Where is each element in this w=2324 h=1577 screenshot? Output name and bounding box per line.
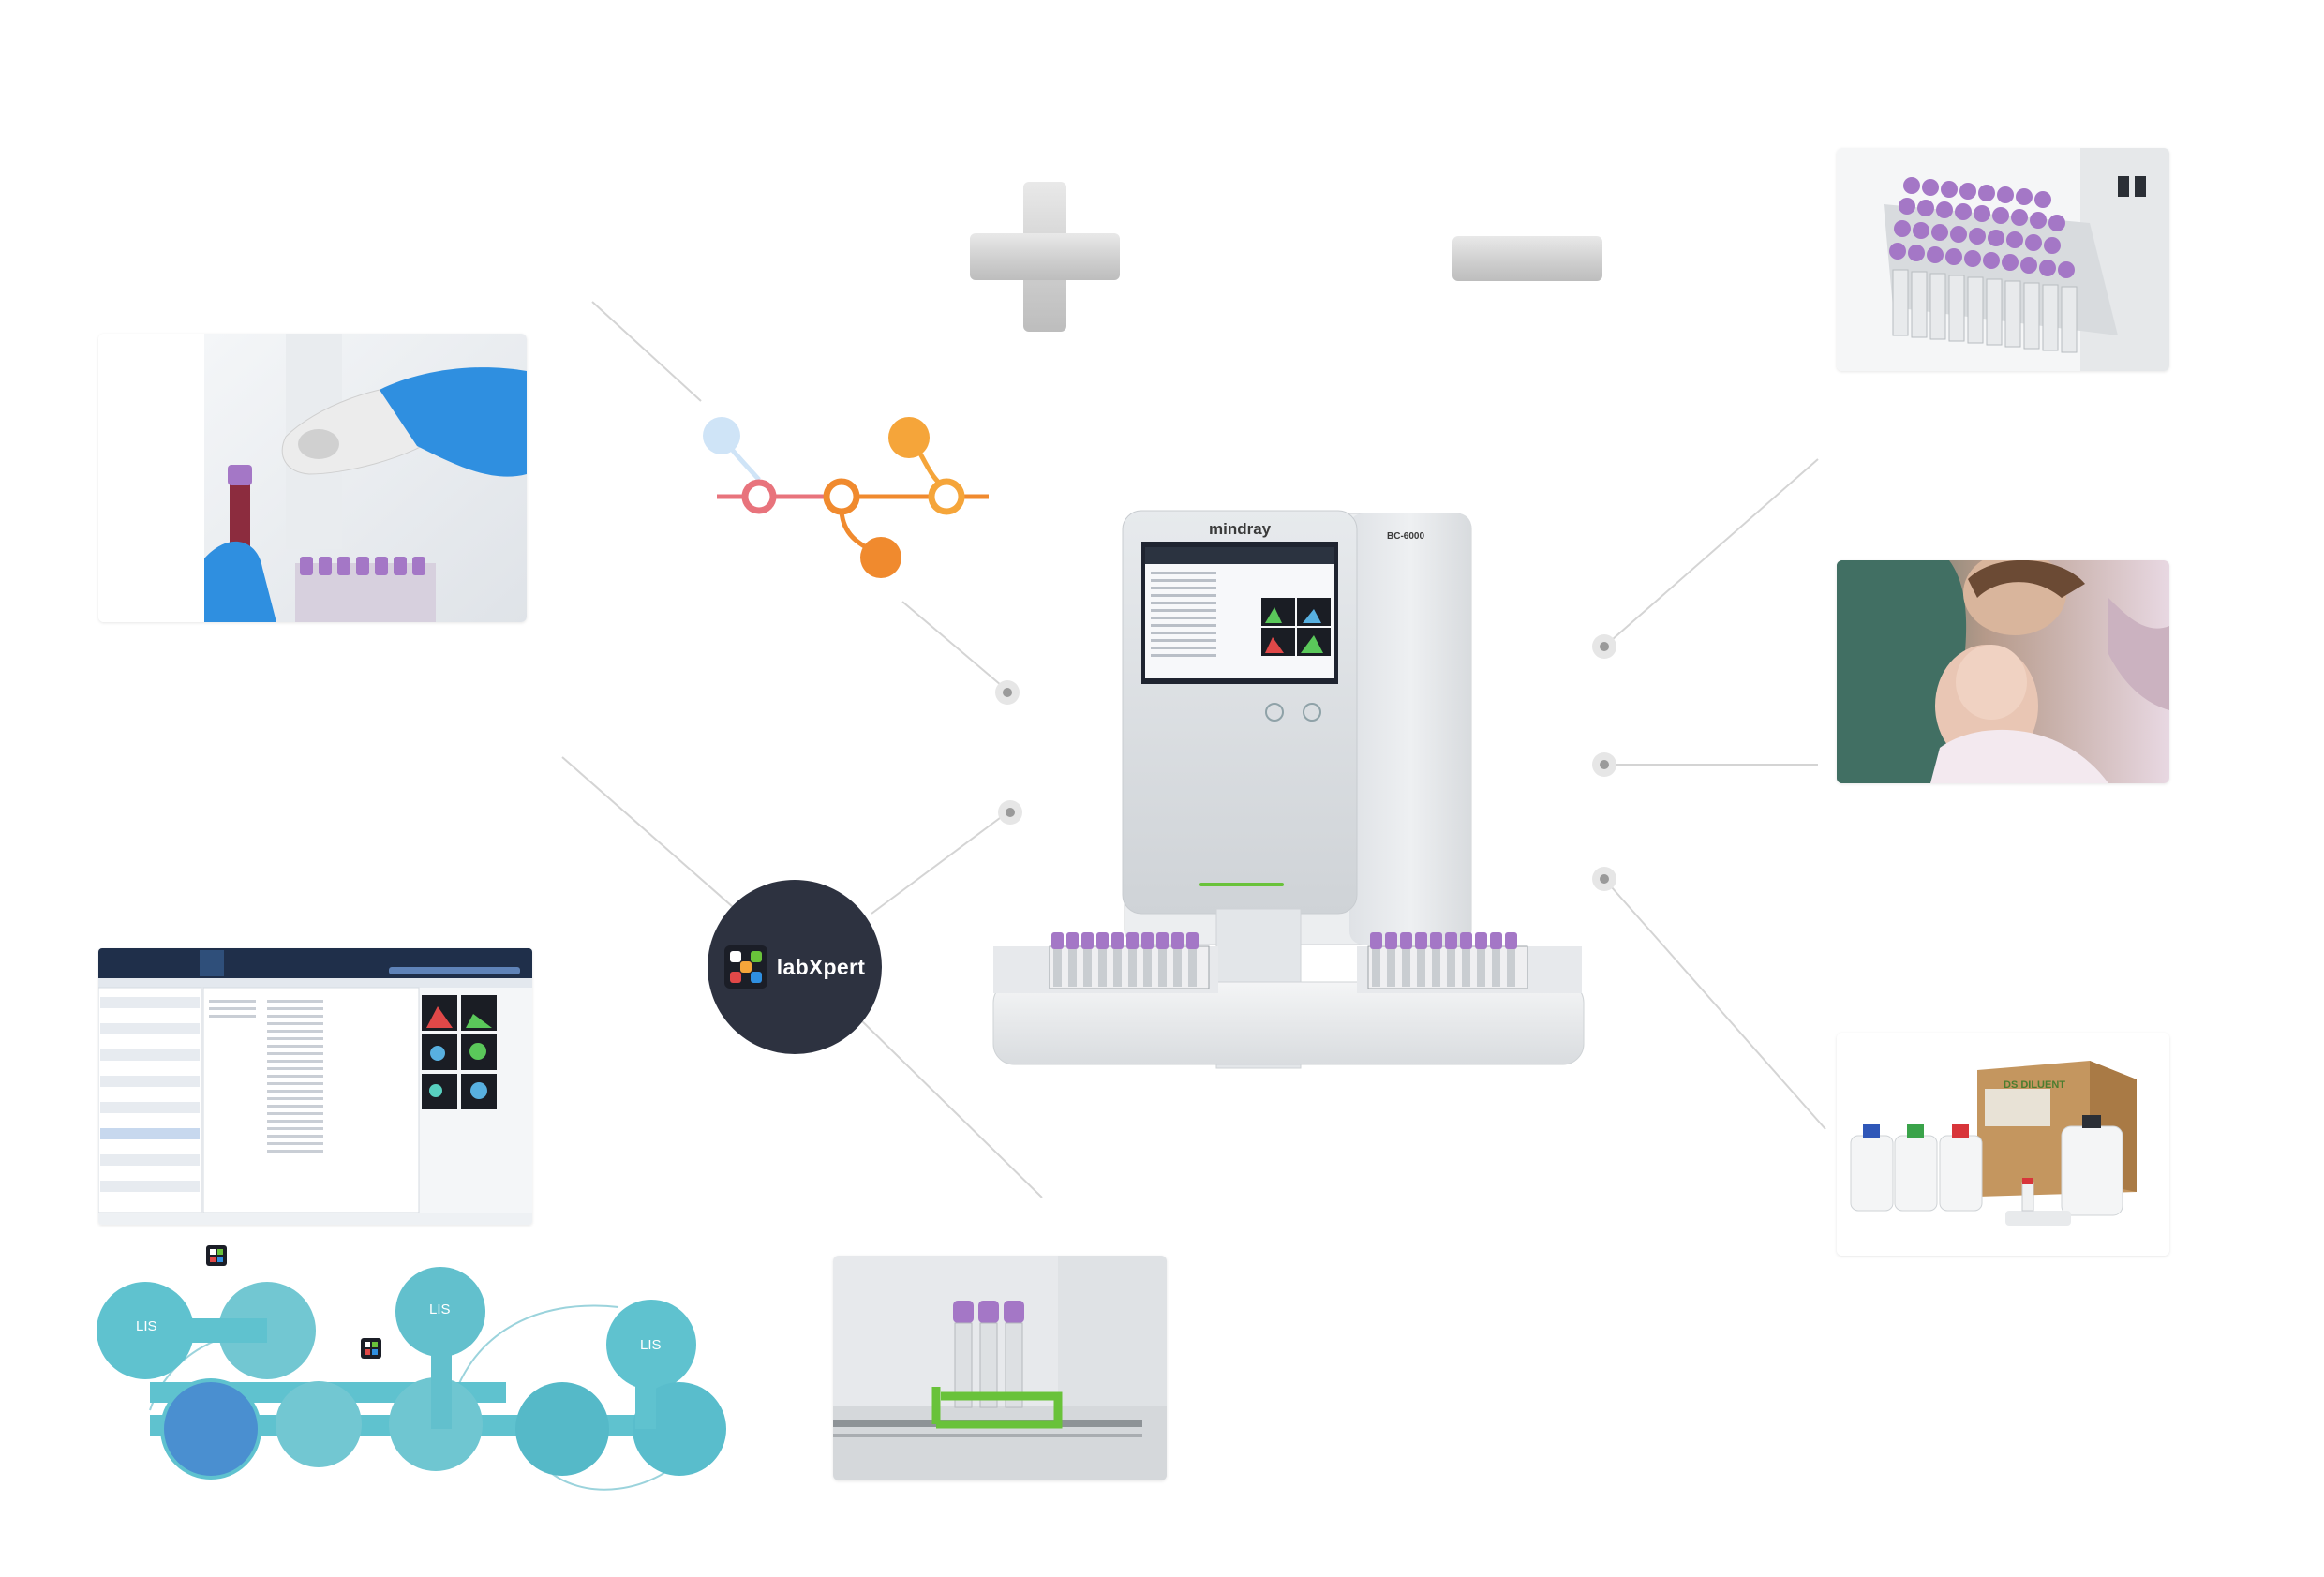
lis-node-label: LIS: [429, 1302, 451, 1317]
mother-and-newborn-photo: [1837, 560, 2169, 783]
workflow-pathway-icon: [703, 417, 989, 578]
connector-node: [998, 800, 1022, 825]
barcode-scanning-photo: [98, 334, 527, 622]
hematology-analyzer: mindray BC-6000: [984, 506, 1593, 1115]
analyzer-body: [992, 510, 1585, 1069]
connector-node: [995, 680, 1020, 705]
lis-node-label: LIS: [640, 1337, 662, 1353]
connector-node: [1592, 752, 1616, 777]
connector-node: [1592, 867, 1616, 891]
minus-icon: [1452, 236, 1602, 281]
reagents-photo: DS DILUENT: [1837, 1033, 2169, 1256]
labxpert-name: labXpert: [776, 954, 866, 979]
autoloader-rack-photo: [1837, 148, 2169, 371]
labxpert-logo-icon: [723, 945, 767, 989]
tube-loading-photo: [833, 1256, 1167, 1480]
labxpert-badge: labXpert: [708, 880, 882, 1054]
lis-network-diagram: LIS LIS LIS: [97, 1245, 726, 1491]
labxpert-software-screenshot: [98, 948, 532, 1225]
analyzer-model-label: BC-6000: [1387, 531, 1425, 542]
reagent-box-label: DS DILUENT: [2004, 1079, 2065, 1091]
analyzer-brand-label: mindray: [1209, 520, 1272, 538]
connector-node: [1592, 634, 1616, 659]
lis-node-label: LIS: [136, 1318, 157, 1334]
